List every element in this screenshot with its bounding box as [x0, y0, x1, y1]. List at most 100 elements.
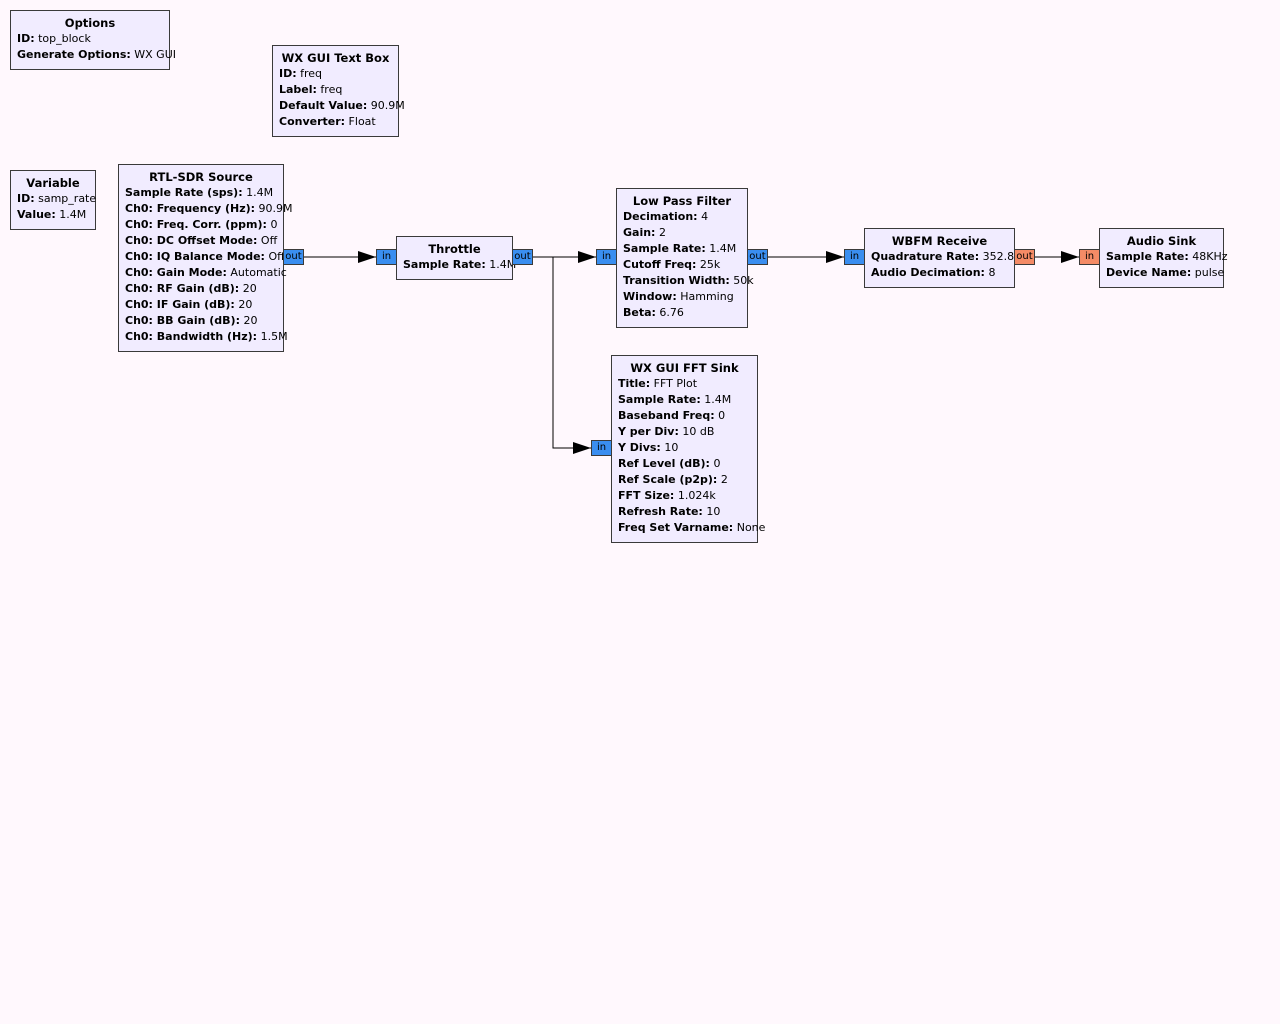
param-row: Y per Div: 10 dB — [618, 424, 751, 440]
param-key: Refresh Rate: — [618, 505, 703, 518]
param-key: Ch0: BB Gain (dB): — [125, 314, 240, 327]
param-key: Generate Options: — [17, 48, 131, 61]
param-row: Quadrature Rate: 352.8k — [871, 249, 1021, 265]
param-row: ID: samp_rate — [17, 191, 96, 207]
param-key: FFT Size: — [618, 489, 675, 502]
param-value: 2 — [717, 473, 728, 486]
param-key: Ch0: Gain Mode: — [125, 266, 227, 279]
audio-sink-in-port[interactable]: in — [1079, 249, 1100, 265]
param-row: Label: freq — [279, 82, 392, 98]
param-key: Baseband Freq: — [618, 409, 715, 422]
param-key: Sample Rate: — [618, 393, 701, 406]
rtl-sdr-out-port[interactable]: out — [283, 249, 304, 265]
param-row: Sample Rate: 1.4M — [623, 241, 741, 257]
param-row: FFT Size: 1.024k — [618, 488, 751, 504]
fft-sink-in-port[interactable]: in — [591, 440, 612, 456]
param-row: Generate Options: WX GUI — [17, 47, 176, 63]
param-key: Ch0: DC Offset Mode: — [125, 234, 258, 247]
param-key: Freq Set Varname: — [618, 521, 734, 534]
param-value: 1.4M — [242, 186, 274, 199]
wbfm-out-port[interactable]: out — [1014, 249, 1035, 265]
param-value: Hamming — [676, 290, 734, 303]
param-value: 50k — [729, 274, 754, 287]
param-row: Ref Level (dB): 0 — [618, 456, 751, 472]
param-key: Y per Div: — [618, 425, 679, 438]
param-value: 1.4M — [705, 242, 737, 255]
lpf-out-port[interactable]: out — [747, 249, 768, 265]
param-key: Sample Rate (sps): — [125, 186, 243, 199]
param-value: pulse — [1191, 266, 1225, 279]
param-key: Ch0: Frequency (Hz): — [125, 202, 256, 215]
param-key: Ch0: Bandwidth (Hz): — [125, 330, 258, 343]
param-row: Sample Rate: 48KHz — [1106, 249, 1228, 265]
param-row: Y Divs: 10 — [618, 440, 751, 456]
param-value: 8 — [984, 266, 996, 279]
param-row: Gain: 2 — [623, 225, 741, 241]
param-key: Cutoff Freq: — [623, 258, 697, 271]
param-value: 90.9M — [367, 99, 405, 112]
param-value: 20 — [234, 298, 253, 311]
param-key: Beta: — [623, 306, 656, 319]
block-title: RTL-SDR Source — [149, 170, 253, 184]
throttle-in-port[interactable]: in — [376, 249, 397, 265]
block-title: Throttle — [428, 242, 481, 256]
param-key: Window: — [623, 290, 677, 303]
throttle-out-port[interactable]: out — [512, 249, 533, 265]
param-row: Transition Width: 50k — [623, 273, 754, 289]
param-key: ID: — [17, 32, 35, 45]
param-value: 10 — [660, 441, 679, 454]
param-row: Converter: Float — [279, 114, 392, 130]
param-value: FFT Plot — [650, 377, 698, 390]
param-row: Sample Rate: 1.4M — [618, 392, 751, 408]
param-value: freq — [296, 67, 323, 80]
param-row: Ch0: Frequency (Hz): 90.9M — [125, 201, 293, 217]
param-value: Off — [257, 234, 278, 247]
param-key: Sample Rate: — [623, 242, 706, 255]
param-row: Refresh Rate: 10 — [618, 504, 751, 520]
param-key: Default Value: — [279, 99, 368, 112]
param-row: Sample Rate (sps): 1.4M — [125, 185, 277, 201]
block-title: Options — [64, 16, 116, 30]
block-title: WX GUI Text Box — [281, 51, 390, 65]
param-row: Cutoff Freq: 25k — [623, 257, 741, 273]
param-key: Gain: — [623, 226, 656, 239]
param-value: top_block — [34, 32, 91, 45]
wire-throttle-to-fftsink[interactable] — [552, 257, 591, 454]
param-key: Ch0: IF Gain (dB): — [125, 298, 235, 311]
param-key: Y Divs: — [618, 441, 661, 454]
lpf-in-port[interactable]: in — [596, 249, 617, 265]
throttle-block[interactable]: Throttle Sample Rate: 1.4M — [396, 236, 516, 280]
param-value: freq — [316, 83, 343, 96]
param-value: 20 — [239, 314, 258, 327]
param-key: Ref Level (dB): — [618, 457, 710, 470]
wbfm-in-port[interactable]: in — [844, 249, 865, 265]
param-row: Ch0: IF Gain (dB): 20 — [125, 297, 277, 313]
param-value: Automatic — [226, 266, 287, 279]
param-value: None — [733, 521, 766, 534]
param-value: 10 dB — [678, 425, 715, 438]
param-value: WX GUI — [130, 48, 176, 61]
param-row: Ch0: BB Gain (dB): 20 — [125, 313, 277, 329]
param-key: Converter: — [279, 115, 346, 128]
param-row: Window: Hamming — [623, 289, 741, 305]
param-key: Sample Rate: — [403, 258, 486, 271]
param-value: 1.024k — [674, 489, 716, 502]
param-key: Device Name: — [1106, 266, 1192, 279]
param-key: Ch0: RF Gain (dB): — [125, 282, 240, 295]
param-key: Ch0: Freq. Corr. (ppm): — [125, 218, 267, 231]
param-row: Value: 1.4M — [17, 207, 89, 223]
param-value: 0 — [709, 457, 721, 470]
param-key: Quadrature Rate: — [871, 250, 980, 263]
param-key: ID: — [17, 192, 35, 205]
param-value: 0 — [266, 218, 278, 231]
param-key: Label: — [279, 83, 317, 96]
